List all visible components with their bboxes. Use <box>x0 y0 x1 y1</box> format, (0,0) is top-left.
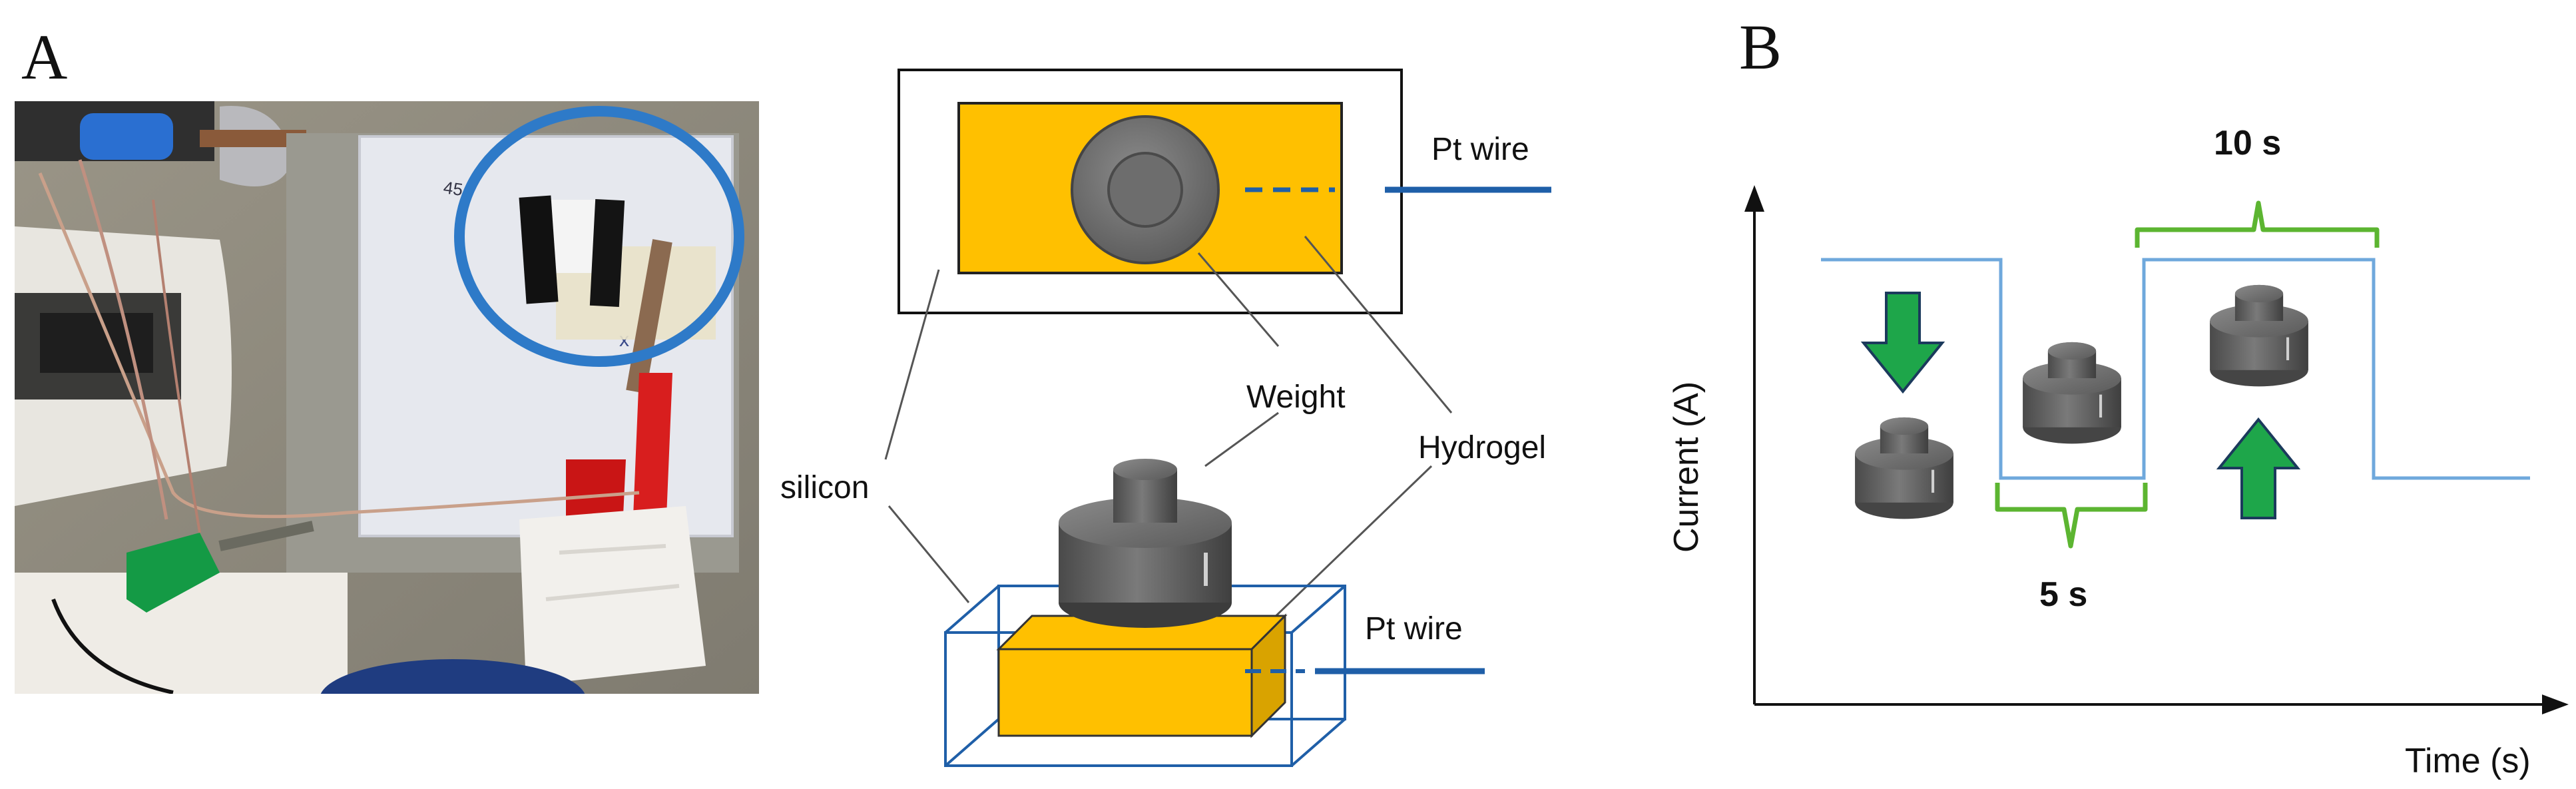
x-axis-label: Time (s) <box>2405 742 2531 780</box>
arrow-up-icon <box>2216 417 2301 519</box>
leader-silicon-top <box>884 269 940 460</box>
leader-hydrogel-bottom <box>1250 465 1433 641</box>
weight-icon-left <box>1855 417 1953 519</box>
photo-mark-1: 45 <box>442 177 464 200</box>
leader-weight-top <box>1197 252 1280 347</box>
leader-lines <box>884 236 1453 641</box>
hydrogel-block-front <box>997 648 1253 737</box>
side-view-diagram: Pt wire <box>944 459 1485 767</box>
setup-photo: 45 x <box>15 101 759 694</box>
arrow-down-icon <box>1860 292 1945 394</box>
pt-wire-bottom-label: Pt wire <box>1365 611 1463 647</box>
weight-side <box>1059 459 1232 628</box>
weight-label: Weight <box>1246 380 1346 415</box>
silicon-label: silicon <box>780 470 869 505</box>
x-axis-arrow <box>2542 694 2569 714</box>
y-axis-label: Current (A) <box>1667 382 1706 553</box>
weight-icon-right <box>2210 284 2308 387</box>
leader-weight-bottom <box>1204 411 1279 467</box>
bracket-5s <box>1995 483 2148 549</box>
current-signal <box>1821 258 2530 480</box>
highlight-ellipse <box>454 106 744 367</box>
hydrogel-label: Hydrogel <box>1418 430 1546 465</box>
panel-label-b: B <box>1739 11 1782 83</box>
y-axis-arrow <box>1744 185 1764 212</box>
label-10s: 10 s <box>2214 124 2281 162</box>
pt-wire-top-label: Pt wire <box>1431 132 1529 167</box>
current-time-plot: 10 s 5 s Current (A) Time (s) <box>1667 124 2569 780</box>
top-view-diagram: Pt wire <box>898 69 1551 314</box>
leader-silicon-bottom <box>888 505 970 603</box>
bracket-10s <box>2135 200 2380 248</box>
weight-icon-middle <box>2023 342 2121 444</box>
label-5s: 5 s <box>2039 575 2087 614</box>
weight-top-inner <box>1107 152 1183 228</box>
panel-label-a: A <box>21 21 67 93</box>
leader-hydrogel-top <box>1304 236 1453 413</box>
